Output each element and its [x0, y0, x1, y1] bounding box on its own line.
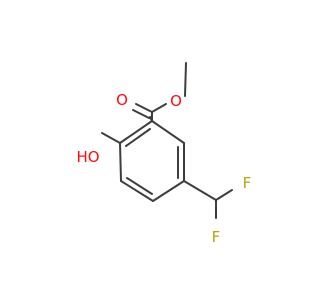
- atom-fluorine-bottom: F: [212, 228, 221, 246]
- ring-bond-c2-c3: [119, 142, 122, 182]
- bond-ring-chf2: [183, 180, 217, 201]
- atom-carbonyl-oxygen: O: [116, 91, 128, 109]
- bond-c-o-double-b: [132, 109, 150, 119]
- ring-bond-c6-c1: [151, 120, 185, 144]
- ring-bond-c3-c4: [120, 180, 154, 202]
- ester-group: [132, 62, 187, 122]
- bond-o-methyl: [184, 62, 187, 97]
- bond-c-o-double-a: [135, 103, 153, 113]
- atom-hydroxyl: HO: [76, 148, 99, 166]
- atom-ester-oxygen: O: [170, 92, 182, 110]
- ring-double-bond-inner-2: [126, 177, 153, 195]
- difluoromethyl-group: [183, 180, 233, 219]
- bond-ring-hydroxyl: [101, 132, 121, 144]
- molecule-structure: O O HO F F: [76, 62, 252, 246]
- atom-fluorine-top: F: [243, 174, 252, 192]
- bond-c-o-single: [151, 103, 167, 113]
- benzene-ring: [119, 120, 185, 202]
- ring-bond-c1-c2: [119, 120, 153, 144]
- bond-c-f-top: [215, 189, 233, 201]
- ring-bond-c4-c5: [152, 180, 185, 202]
- ring-double-bond-inner-1: [125, 128, 151, 147]
